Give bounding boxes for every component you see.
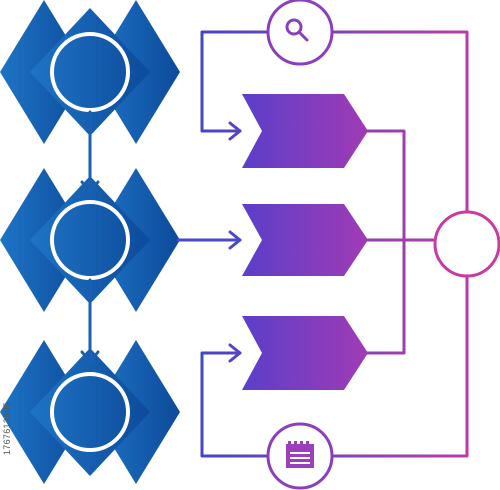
magnifier-icon	[285, 18, 309, 42]
node-1-ring	[50, 32, 130, 112]
node-3	[0, 340, 180, 484]
search-node	[266, 0, 334, 66]
node-2-diamond-center	[30, 176, 150, 304]
node-2-ring	[50, 200, 130, 280]
arrow-node1-to-node2	[80, 110, 100, 194]
arrow-node2-to-chevron	[176, 230, 242, 250]
node-1-diamond-center	[30, 8, 150, 136]
image-id-text: 1767613805	[2, 401, 12, 455]
calendar-node	[266, 422, 334, 490]
chevron-bottom	[242, 316, 368, 390]
connector-lines	[200, 30, 469, 458]
node-2	[0, 168, 180, 312]
node-3-diamond-center	[30, 348, 150, 476]
chevron-top	[242, 94, 368, 168]
node-3-ring	[50, 372, 130, 452]
chevron-middle	[242, 204, 368, 276]
node-1	[0, 0, 180, 144]
calendar-icon	[286, 441, 314, 468]
aggregator-node	[433, 210, 500, 278]
arrow-node2-to-node3	[80, 278, 100, 364]
